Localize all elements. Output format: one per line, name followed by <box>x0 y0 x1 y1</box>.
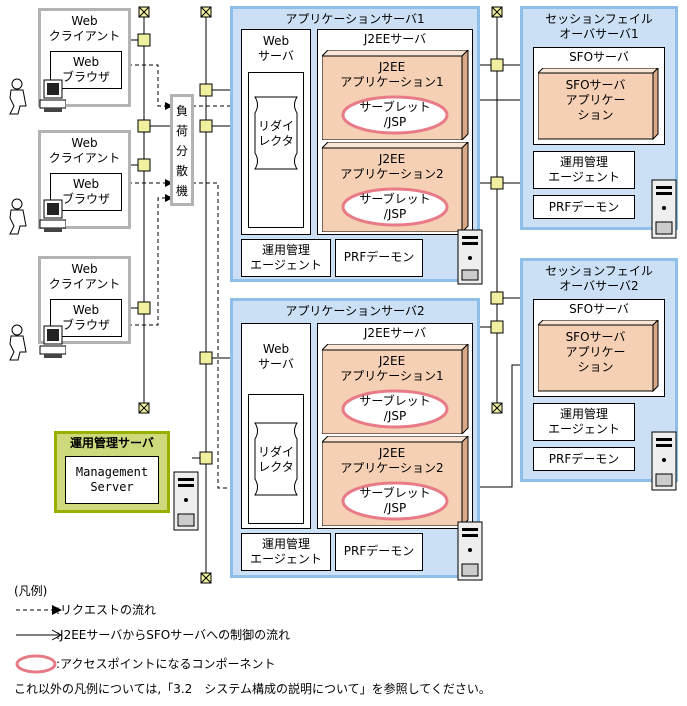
client-title: Web クライアント <box>48 262 121 291</box>
mgmt-agent: 運用管理 エージェント <box>241 239 331 277</box>
server-tower-icon <box>457 521 483 581</box>
servlet-jsp: サーブレット /JSP <box>359 100 431 129</box>
load-balancer-label: 負 荷 分 散 機 <box>175 104 188 198</box>
servlet-jsp: サーブレット /JSP <box>359 192 431 221</box>
app-server-1: アプリケーションサーバ1 Web サーバ リダイ レクタ J2EEサーバ J2E… <box>230 6 480 282</box>
browser-label: Web ブラウザ <box>61 303 110 332</box>
redirector-shape <box>254 96 298 170</box>
server-tower-icon <box>457 229 483 285</box>
legend-control-label: :J2EEサーバからSFOサーバへの制御の流れ <box>56 628 291 642</box>
load-balancer: 負 荷 分 散 機 <box>170 94 194 206</box>
j2ee-server: J2EEサーバ J2EE アプリケーション1 サーブレット /JSP J2EE … <box>317 323 473 529</box>
browser-label: Web ブラウザ <box>61 177 110 206</box>
legend-access-oval <box>15 654 57 674</box>
management-server-app: Management Server <box>65 456 159 504</box>
user-pc-icon <box>9 324 66 361</box>
legend-request-label: :リクエストの流れ <box>56 603 157 617</box>
app-server-2: アプリケーションサーバ2 Web サーバ リダイ レクタ J2EEサーバ J2E… <box>230 298 480 578</box>
app-server-title: アプリケーションサーバ2 <box>285 304 425 318</box>
user-pc-icon <box>9 198 66 235</box>
sfo-server-1: セッションフェイル オーバサーバ1 SFOサーバ SFOサーバ アプリケー ショ… <box>520 6 678 230</box>
web-server: Web サーバ リダイ レクタ <box>241 323 311 529</box>
legend-note: これ以外の凡例については,「3.2 システム構成の説明について」を参照してくださ… <box>14 682 491 696</box>
sfo-server-title: セッションフェイル オーバサーバ2 <box>545 264 653 293</box>
mgmt-agent: 運用管理 エージェント <box>241 533 331 571</box>
sfo-app-box <box>538 68 659 140</box>
sfo-server-title: セッションフェイル オーバサーバ1 <box>545 12 653 41</box>
sfo-server-2: セッションフェイル オーバサーバ2 SFOサーバ SFOサーバ アプリケー ショ… <box>520 258 678 482</box>
legend-access-label: :アクセスポイントになるコンポーネント <box>56 657 276 671</box>
prf-daemon: PRFデーモン <box>533 447 635 471</box>
management-server: 運用管理サーバ Management Server <box>54 431 170 513</box>
client-title: Web クライアント <box>48 14 121 43</box>
server-tower-icon <box>651 431 677 491</box>
web-browser-1: Web ブラウザ <box>50 51 122 89</box>
access-point-oval <box>341 389 449 429</box>
server-tower-icon <box>651 179 677 239</box>
server-tower-icon <box>173 471 199 531</box>
client-title: Web クライアント <box>48 136 121 165</box>
web-browser-3: Web ブラウザ <box>50 299 122 337</box>
j2ee-app-name: J2EE アプリケーション2 <box>340 152 444 181</box>
servlet-jsp: サーブレット /JSP <box>359 394 431 423</box>
sfo-server: SFOサーバ SFOサーバ アプリケー ション <box>533 299 665 397</box>
access-point-oval <box>341 95 449 135</box>
access-point-oval <box>341 187 449 227</box>
sfo-app-box <box>538 320 659 392</box>
servlet-jsp: サーブレット /JSP <box>359 486 431 515</box>
mgmt-agent: 運用管理 エージェント <box>533 151 635 189</box>
legend-heading: (凡例) <box>14 584 48 598</box>
management-server-title: 運用管理サーバ <box>70 436 154 450</box>
legend-request-arrow <box>16 605 62 615</box>
mgmt-agent: 運用管理 エージェント <box>533 403 635 441</box>
redirector-label: リダイ レクタ <box>257 119 294 148</box>
prf-daemon: PRFデーモン <box>335 239 423 277</box>
legend-control-arrow <box>16 629 63 641</box>
web-server-inner: リダイ レクタ <box>248 394 304 524</box>
prf-daemon: PRFデーモン <box>335 533 423 571</box>
j2ee-app-name: J2EE アプリケーション2 <box>340 446 444 475</box>
user-pc-icon <box>9 78 66 115</box>
j2ee-server: J2EEサーバ J2EE アプリケーション1 サーブレット /JSP J2EE … <box>317 29 473 235</box>
redirector-shape <box>254 422 298 496</box>
redirector-label: リダイ レクタ <box>257 445 294 474</box>
j2ee-app-name: J2EE アプリケーション1 <box>340 60 444 89</box>
access-point-oval <box>341 481 449 521</box>
web-client-2: Web クライアント Web ブラウザ <box>38 130 131 229</box>
terminators <box>138 6 503 584</box>
app-server-title: アプリケーションサーバ1 <box>285 12 425 26</box>
browser-label: Web ブラウザ <box>61 55 110 84</box>
sfo-app-label: SFOサーバ アプリケー ション <box>565 78 626 122</box>
sfo-server: SFOサーバ SFOサーバ アプリケー ション <box>533 47 665 145</box>
web-server: Web サーバ リダイ レクタ <box>241 29 311 235</box>
sfo-app-label: SFOサーバ アプリケー ション <box>565 330 626 374</box>
web-server-inner: リダイ レクタ <box>248 72 304 228</box>
connection-nodes <box>137 33 504 465</box>
prf-daemon: PRFデーモン <box>533 195 635 219</box>
j2ee-app-name: J2EE アプリケーション1 <box>340 354 444 383</box>
web-client-3: Web クライアント Web ブラウザ <box>38 256 131 344</box>
